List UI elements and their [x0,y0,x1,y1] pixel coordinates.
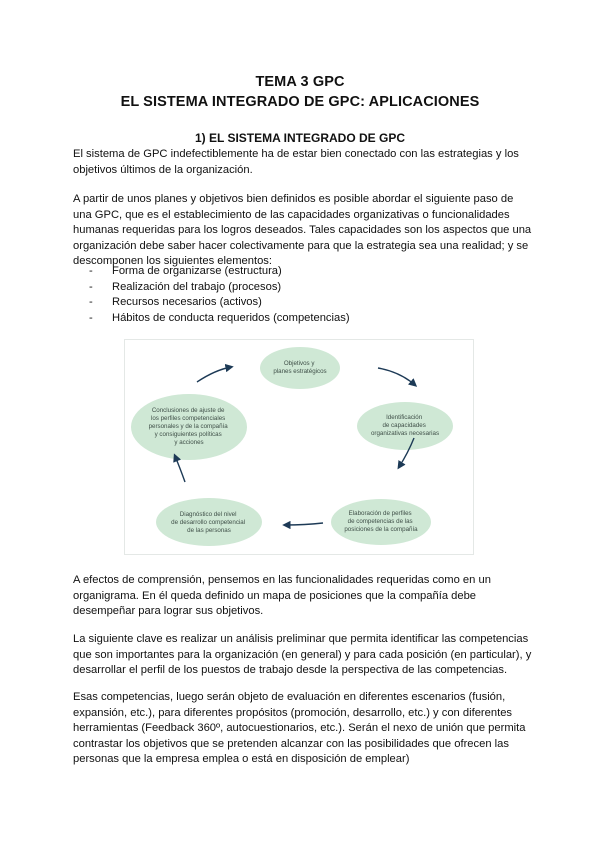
node-line: de capacidades [382,422,425,429]
node-line: organizativas necesarias [371,430,439,437]
svg-text:Objetivos y planes e: Objetivos y planes estratégicos [273,360,326,375]
node-line: planes estratégicos [273,368,326,375]
paragraph-evaluation: Esas competencias, luego serán objeto de… [73,691,526,765]
node-line: de las personas [187,527,231,534]
elements-list: - Forma de organizarse (estructura) - Real… [73,264,350,326]
node-line: Elaboración de perfiles [349,510,412,517]
list-item: - Recursos necesarios (activos) [73,295,350,311]
cycle-arrow-top-left [196,363,234,383]
node-line: personales y de la compañía [149,423,229,430]
cycle-arrow-bottom [282,520,324,530]
svg-text:Elaboración de perfiles: Elaboración de perfiles de competencias … [344,510,418,533]
svg-text:Conclusiones de ajuste de: Conclusiones de ajuste de los perfiles c… [149,407,230,446]
paragraph-organigram: A efectos de comprensión, pensemos en la… [73,574,491,617]
svg-text:Identificación de ca: Identificación de capacidades organizati… [371,414,439,437]
list-dash: - [89,265,93,277]
list-dash: - [89,280,93,293]
list-item-text: Forma de organizarse (estructura) [112,265,282,277]
gpc-cycle-diagram: Objetivos y planes estratégicos Identifi… [124,339,474,555]
list-item: - Forma de organizarse (estructura) [73,264,350,280]
list-dash: - [89,296,93,308]
cycle-arrow-left-up [173,453,186,483]
list-item-text: Recursos necesarios (activos) [112,296,262,308]
node-line: Identificación [386,414,423,421]
list-item-text: Realización del trabajo (procesos) [112,280,282,293]
cycle-node-profiles: Elaboración de perfiles de competencias … [331,499,431,545]
node-line: y consiguientes políticas [155,431,222,438]
list-dash: - [89,311,93,324]
list-item: - Hábitos de conducta requeridos (compete… [73,311,350,327]
node-line: Diagnóstico del nivel [180,511,237,518]
cycle-node-objectives: Objetivos y planes estratégicos [260,347,340,389]
paragraph-analysis: La siguiente clave es realizar un anális… [73,633,532,676]
node-line: los perfiles competenciales [151,415,225,422]
node-line: Objetivos y [284,360,316,367]
list-item: - Realización del trabajo (procesos) [73,280,350,296]
node-line: Conclusiones de ajuste de [152,407,225,414]
document-title: TEMA 3 GPC [255,74,345,90]
cycle-arrow-top-right [377,367,418,387]
cycle-node-capacities: Identificación de capacidades organizati… [357,402,453,450]
list-item-text: Hábitos de conducta requeridos (competen… [112,311,350,324]
section-heading: 1) EL SISTEMA INTEGRADO DE GPC [194,131,406,145]
svg-text:Diagnóstico del nivel: Diagnóstico del nivel de desarrollo comp… [171,511,247,534]
cycle-node-diagnosis: Diagnóstico del nivel de desarrollo comp… [156,498,262,546]
node-line: de desarrollo competencial [171,519,245,526]
node-line: de competencias de las [348,518,413,525]
paragraph-intro: El sistema de GPC indefectiblemente ha d… [73,148,519,176]
cycle-node-conclusions: Conclusiones de ajuste de los perfiles c… [131,394,247,460]
node-line: y acciones [174,439,203,446]
node-line: posiciones de la compañía [344,526,418,533]
cycle-svg: Objetivos y planes estratégicos Identifi… [131,347,453,546]
paragraph-capacities: A partir de unos planes y objetivos bien… [73,193,532,267]
cycle-arrow-right-down [397,437,415,470]
document-subtitle: EL SISTEMA INTEGRADO DE GPC: APLICACIONE… [120,94,480,110]
